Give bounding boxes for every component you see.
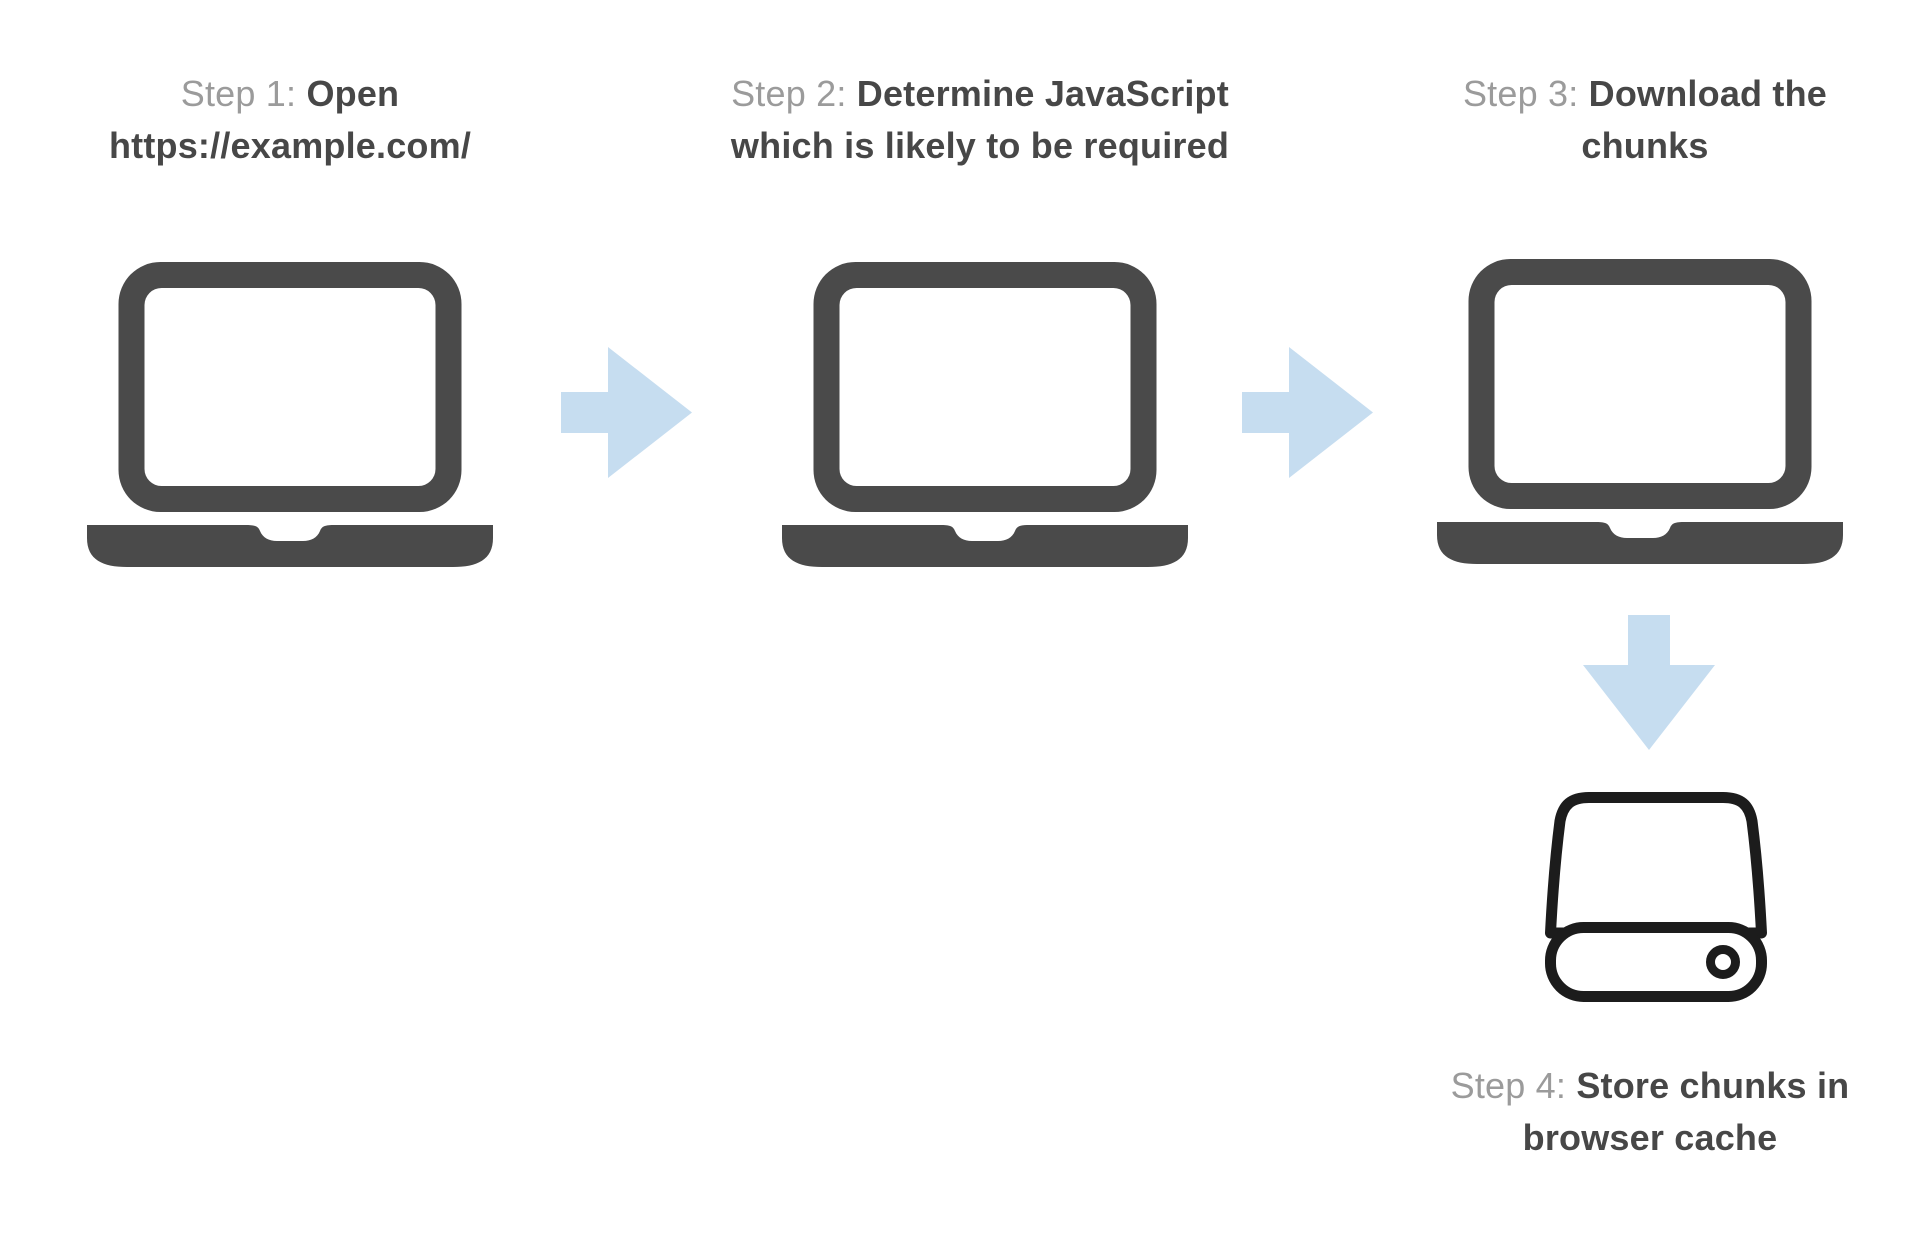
step-3-prefix: Step 3: — [1462, 73, 1579, 114]
step-4-label: Step 4: Store chunks in browser cache — [1435, 1060, 1865, 1164]
laptop-icon — [782, 262, 1188, 572]
arrow-right-icon — [1242, 347, 1373, 483]
step-2-label: Step 2: Determine JavaScript which is li… — [680, 68, 1280, 172]
laptop-icon — [87, 262, 493, 572]
step-1-label: Step 1: Open https://example.com/ — [65, 68, 515, 172]
step-2-title: Determine JavaScript which is likely to … — [730, 73, 1230, 166]
laptop-icon — [1437, 259, 1843, 569]
step-3-title: Download the chunks — [1581, 73, 1828, 166]
arrow-down-icon — [1583, 615, 1715, 755]
step-1-prefix: Step 1: — [180, 73, 297, 114]
arrow-right-icon — [561, 347, 692, 483]
hard-drive-icon — [1545, 792, 1767, 1007]
step-4-prefix: Step 4: — [1450, 1065, 1567, 1106]
step-2-prefix: Step 2: — [731, 73, 847, 114]
step-1-title: Open https://example.com/ — [108, 73, 472, 166]
step-3-label: Step 3: Download the chunks — [1430, 68, 1860, 172]
step-4-title: Store chunks in browser cache — [1522, 1065, 1850, 1158]
